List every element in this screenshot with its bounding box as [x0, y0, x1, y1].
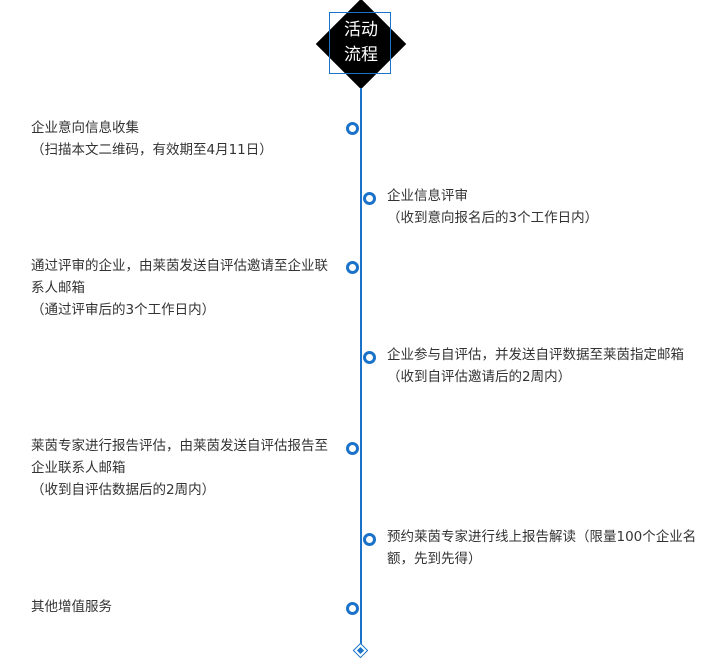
title-line-1: 活动 [344, 20, 378, 40]
step-6: 预约莱茵专家进行线上报告解读（限量100个企业名额，先到先得） [387, 526, 705, 570]
step-text: 莱茵专家进行报告评估，由莱茵发送自评估报告至企业联系人邮箱 [31, 438, 328, 476]
step-1: 企业意向信息收集 （扫描本文二维码，有效期至4月11日） [31, 117, 341, 161]
timeline-dot [346, 602, 359, 615]
step-text: 通过评审的企业，由莱茵发送自评估邀请至企业联系人邮箱 [31, 258, 328, 296]
step-note: （收到自评估数据后的2周内） [31, 482, 216, 498]
step-note: （收到意向报名后的3个工作日内） [387, 210, 599, 226]
step-5: 莱茵专家进行报告评估，由莱茵发送自评估报告至企业联系人邮箱 （收到自评估数据后的2… [31, 435, 341, 501]
timeline-dot [346, 261, 359, 274]
step-text: 其他增值服务 [31, 599, 112, 615]
step-note: （通过评审后的3个工作日内） [31, 302, 216, 318]
title-line-2: 流程 [344, 45, 378, 65]
page-title: 活动流程 [321, 18, 401, 68]
step-text: 企业参与自评估，并发送自评数据至莱茵指定邮箱 [387, 347, 684, 363]
step-text: 预约莱茵专家进行线上报告解读（限量100个企业名额，先到先得） [387, 529, 697, 567]
step-note: （扫描本文二维码，有效期至4月11日） [31, 142, 273, 158]
step-2: 企业信息评审 （收到意向报名后的3个工作日内） [387, 185, 705, 229]
timeline-dot [363, 351, 376, 364]
timeline-dot [363, 192, 376, 205]
step-text: 企业意向信息收集 [31, 120, 139, 136]
timeline-dot [346, 442, 359, 455]
step-4: 企业参与自评估，并发送自评数据至莱茵指定邮箱 （收到自评估邀请后的2周内） [387, 344, 705, 388]
step-note: （收到自评估邀请后的2周内） [387, 369, 572, 385]
step-7: 其他增值服务 [31, 596, 341, 618]
timeline-line [360, 88, 362, 648]
timeline-dot [346, 122, 359, 135]
timeline-dot [363, 533, 376, 546]
step-text: 企业信息评审 [387, 188, 468, 204]
timeline-end-diamond-icon [352, 642, 369, 658]
title-frame [329, 12, 391, 74]
step-3: 通过评审的企业，由莱茵发送自评估邀请至企业联系人邮箱 （通过评审后的3个工作日内） [31, 255, 341, 321]
